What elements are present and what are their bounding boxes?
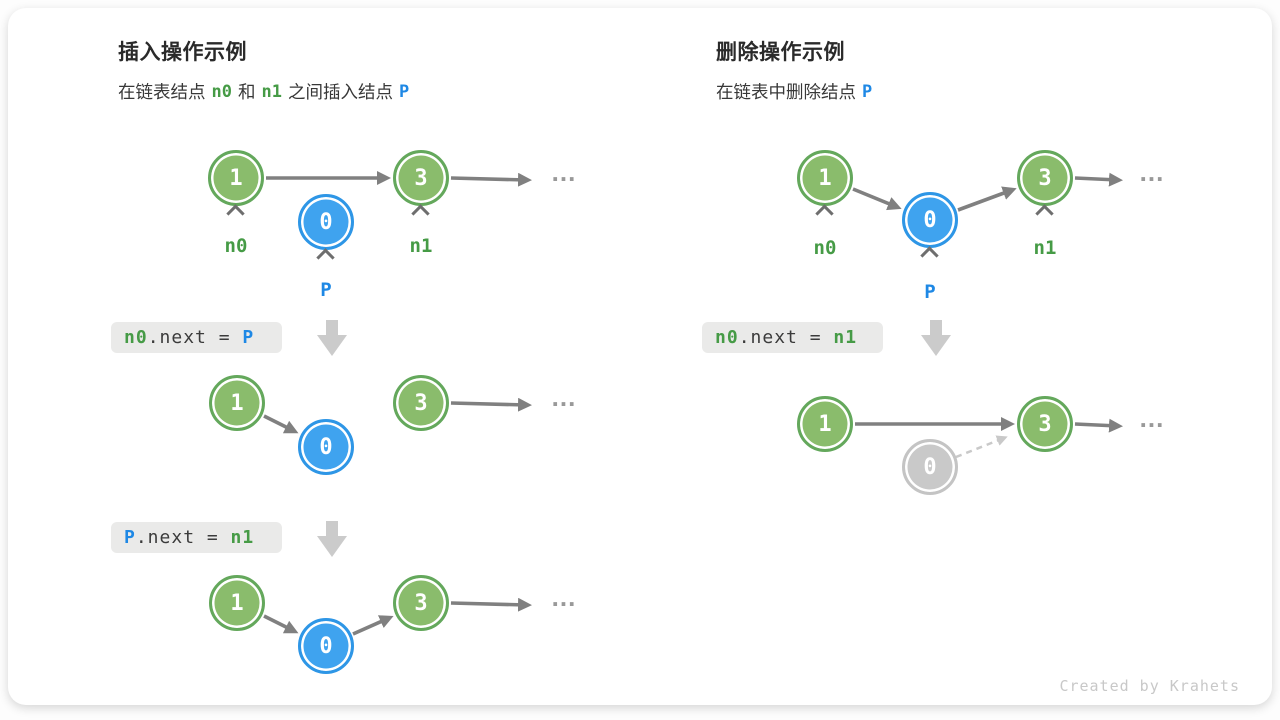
node-value: 0 (923, 207, 937, 233)
pointer-label-n1: n1 (1033, 237, 1057, 259)
delete-title: 删除操作示例 (716, 41, 845, 64)
ellipsis: ... (551, 582, 577, 612)
insert-title: 插入操作示例 (118, 41, 247, 64)
list-node-1: 1 (797, 396, 853, 452)
node-value: 0 (319, 209, 333, 235)
code-token: P (242, 327, 255, 348)
delete-subtitle: 在链表中删除结点 P (716, 79, 878, 104)
subtitle-text: 和 (237, 82, 256, 102)
arrow (352, 615, 394, 636)
pointer-label-n1: n1 (409, 235, 433, 257)
node-value: 3 (414, 390, 428, 416)
arrow (957, 186, 1017, 212)
arrow (852, 187, 902, 211)
subtitle-text: 在链表中删除结点 (716, 82, 856, 102)
ellipsis: ... (551, 157, 577, 187)
pointer-label-n0: n0 (224, 235, 248, 257)
node-value: 3 (414, 165, 428, 191)
arrow (1074, 172, 1123, 187)
list-node-1: 1 (208, 150, 264, 206)
list-node-1: 1 (797, 150, 853, 206)
node-value: 3 (1038, 411, 1052, 437)
node-value: 0 (319, 434, 333, 460)
node-value: 3 (414, 590, 428, 616)
node-value: 1 (818, 165, 832, 191)
down-arrow-icon (317, 320, 347, 356)
token-n1: n1 (261, 81, 282, 102)
code-box: n0.next = P (111, 322, 282, 353)
code-token: n0 (715, 327, 739, 348)
code-box: n0.next = n1 (702, 322, 883, 353)
arrow (263, 414, 299, 434)
pointer-label-p: P (924, 281, 936, 303)
caret-up-icon (226, 204, 245, 223)
pointer-label-n0: n0 (813, 237, 837, 259)
caret-up-icon (316, 248, 335, 267)
list-node-3: 3 (393, 375, 449, 431)
down-arrow-icon (317, 521, 347, 557)
arrow (263, 614, 299, 634)
node-value: 0 (923, 454, 937, 480)
node-value: 1 (230, 390, 244, 416)
list-node-1: 1 (209, 375, 265, 431)
code-token: .next = (135, 527, 231, 548)
arrow (450, 597, 532, 612)
down-arrow-icon (921, 320, 951, 356)
list-node-p: 0 (298, 194, 354, 250)
list-node-p-removed: 0 (902, 439, 958, 495)
list-node-p: 0 (298, 419, 354, 475)
arrow-dashed (955, 435, 1008, 459)
insert-subtitle: 在链表结点 n0 和 n1 之间插入结点 P (118, 79, 415, 104)
caret-up-icon (1035, 204, 1054, 223)
code-token: n1 (230, 527, 255, 548)
arrow (450, 172, 532, 187)
list-node-3: 3 (393, 150, 449, 206)
pointer-label-p: P (320, 279, 332, 301)
code-token: n0 (124, 327, 148, 348)
node-value: 1 (229, 165, 243, 191)
code-token: .next = (738, 327, 834, 348)
list-node-3: 3 (1017, 396, 1073, 452)
node-value: 3 (1038, 165, 1052, 191)
list-node-3: 3 (1017, 150, 1073, 206)
code-token: .next = (147, 327, 243, 348)
code-box: P.next = n1 (111, 522, 282, 553)
ellipsis: ... (1139, 403, 1165, 433)
caret-up-icon (411, 204, 430, 223)
caret-up-icon (815, 204, 834, 223)
list-node-3: 3 (393, 575, 449, 631)
node-value: 1 (230, 590, 244, 616)
token-p: P (862, 81, 873, 102)
list-node-1: 1 (209, 575, 265, 631)
ellipsis: ... (1139, 157, 1165, 187)
token-p: P (398, 81, 410, 102)
token-n0: n0 (211, 81, 232, 102)
arrow (450, 397, 532, 412)
ellipsis: ... (551, 382, 577, 412)
subtitle-text: 之间插入结点 (287, 82, 393, 102)
subtitle-text: 在链表结点 (118, 82, 206, 102)
code-token: P (124, 527, 136, 548)
node-value: 1 (818, 411, 832, 437)
arrow (1074, 418, 1123, 433)
caret-up-icon (920, 246, 939, 265)
node-value: 0 (319, 633, 333, 659)
list-node-p: 0 (298, 618, 354, 674)
list-node-p: 0 (902, 192, 958, 248)
code-token: n1 (833, 327, 858, 348)
credit-text: Created by Krahets (1059, 677, 1240, 695)
